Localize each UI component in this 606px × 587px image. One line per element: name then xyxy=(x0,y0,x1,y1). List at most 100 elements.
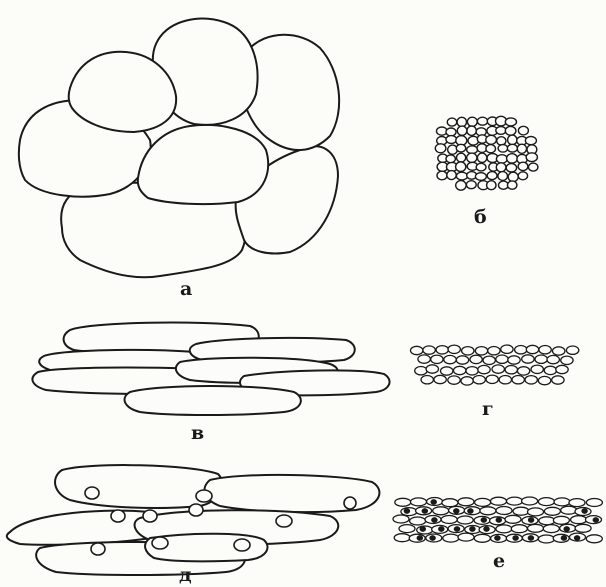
nucleus xyxy=(496,518,501,522)
small-cell xyxy=(456,181,466,191)
small-cell xyxy=(505,515,521,523)
small-cell xyxy=(554,498,570,506)
nucleus xyxy=(528,536,533,540)
small-cell xyxy=(443,534,459,542)
small-cell xyxy=(435,144,446,153)
small-cell xyxy=(512,376,524,384)
panel-g-cell-layer xyxy=(411,345,579,385)
small-cell xyxy=(526,345,538,353)
small-cell xyxy=(553,516,569,524)
small-cell xyxy=(474,534,490,542)
nucleus xyxy=(404,509,409,513)
small-cell xyxy=(515,346,527,354)
small-cell xyxy=(466,367,478,375)
small-cell xyxy=(476,163,486,171)
small-cell xyxy=(499,376,511,384)
small-cell xyxy=(531,365,543,373)
small-cell xyxy=(487,181,496,190)
small-cell xyxy=(448,376,460,384)
small-cell xyxy=(561,356,573,364)
small-cell xyxy=(496,507,512,515)
nucleus xyxy=(495,536,500,540)
small-cell xyxy=(571,516,587,524)
small-cell xyxy=(483,356,495,364)
small-cell xyxy=(528,508,544,516)
small-cell xyxy=(544,507,560,515)
small-cell xyxy=(456,356,468,364)
small-cell xyxy=(496,126,506,134)
small-cell xyxy=(454,366,466,374)
small-cell xyxy=(467,153,477,162)
small-cell xyxy=(507,144,517,152)
small-cell xyxy=(486,135,497,144)
panel-e-cell-layer xyxy=(393,497,602,543)
panel-label-v: в xyxy=(191,424,204,443)
small-cell xyxy=(517,367,529,375)
small-cell xyxy=(433,507,449,515)
small-cell xyxy=(488,347,500,355)
panel-label-a: а xyxy=(180,280,192,299)
small-cell xyxy=(538,535,554,543)
small-cell xyxy=(497,137,506,145)
small-cell xyxy=(475,347,487,355)
small-cell xyxy=(437,171,447,180)
cell xyxy=(125,386,301,415)
small-cell xyxy=(446,136,457,144)
small-cell xyxy=(477,117,487,125)
small-cell xyxy=(528,524,544,532)
small-cell xyxy=(410,517,426,525)
small-cell xyxy=(517,144,526,153)
small-cell xyxy=(421,376,433,384)
small-cell xyxy=(556,365,568,373)
small-cell xyxy=(496,155,507,163)
nucleus xyxy=(481,518,486,522)
small-cell xyxy=(529,163,538,171)
small-cell xyxy=(518,162,528,170)
small-cell xyxy=(498,172,508,181)
small-cell xyxy=(547,355,559,363)
small-cell xyxy=(441,516,457,524)
small-cell xyxy=(457,516,473,524)
nucleus xyxy=(189,504,203,516)
small-cell xyxy=(456,172,467,180)
small-cell xyxy=(473,376,485,384)
small-cell xyxy=(538,376,550,384)
small-cell xyxy=(423,346,435,354)
small-cell xyxy=(505,126,516,135)
small-cell xyxy=(487,172,497,180)
nucleus xyxy=(234,539,250,551)
small-cell xyxy=(538,498,554,506)
small-cell xyxy=(535,355,547,363)
small-cell xyxy=(461,377,473,385)
small-cell xyxy=(526,153,537,162)
nucleus xyxy=(196,490,212,502)
panel-v-cells xyxy=(32,323,389,415)
small-cell xyxy=(418,355,430,363)
small-cell xyxy=(543,525,559,533)
small-cell xyxy=(552,376,564,384)
cell xyxy=(55,465,222,508)
small-cell xyxy=(446,155,455,163)
small-cell xyxy=(434,375,446,383)
small-cell xyxy=(544,366,556,374)
small-cell xyxy=(496,525,512,533)
small-cell xyxy=(395,498,411,506)
small-cell xyxy=(411,346,423,354)
nucleus xyxy=(417,536,422,540)
nucleus xyxy=(564,527,569,531)
nucleus xyxy=(432,518,437,522)
small-cell xyxy=(522,355,534,363)
nucleus xyxy=(431,500,436,504)
small-cell xyxy=(508,181,517,189)
nucleus xyxy=(454,527,459,531)
cell xyxy=(138,125,268,204)
small-cell xyxy=(467,126,476,135)
nucleus xyxy=(85,487,99,499)
small-cell xyxy=(496,163,506,172)
small-cell xyxy=(566,346,578,354)
small-cell xyxy=(442,499,458,507)
nucleus xyxy=(152,537,168,549)
small-cell xyxy=(501,345,513,353)
